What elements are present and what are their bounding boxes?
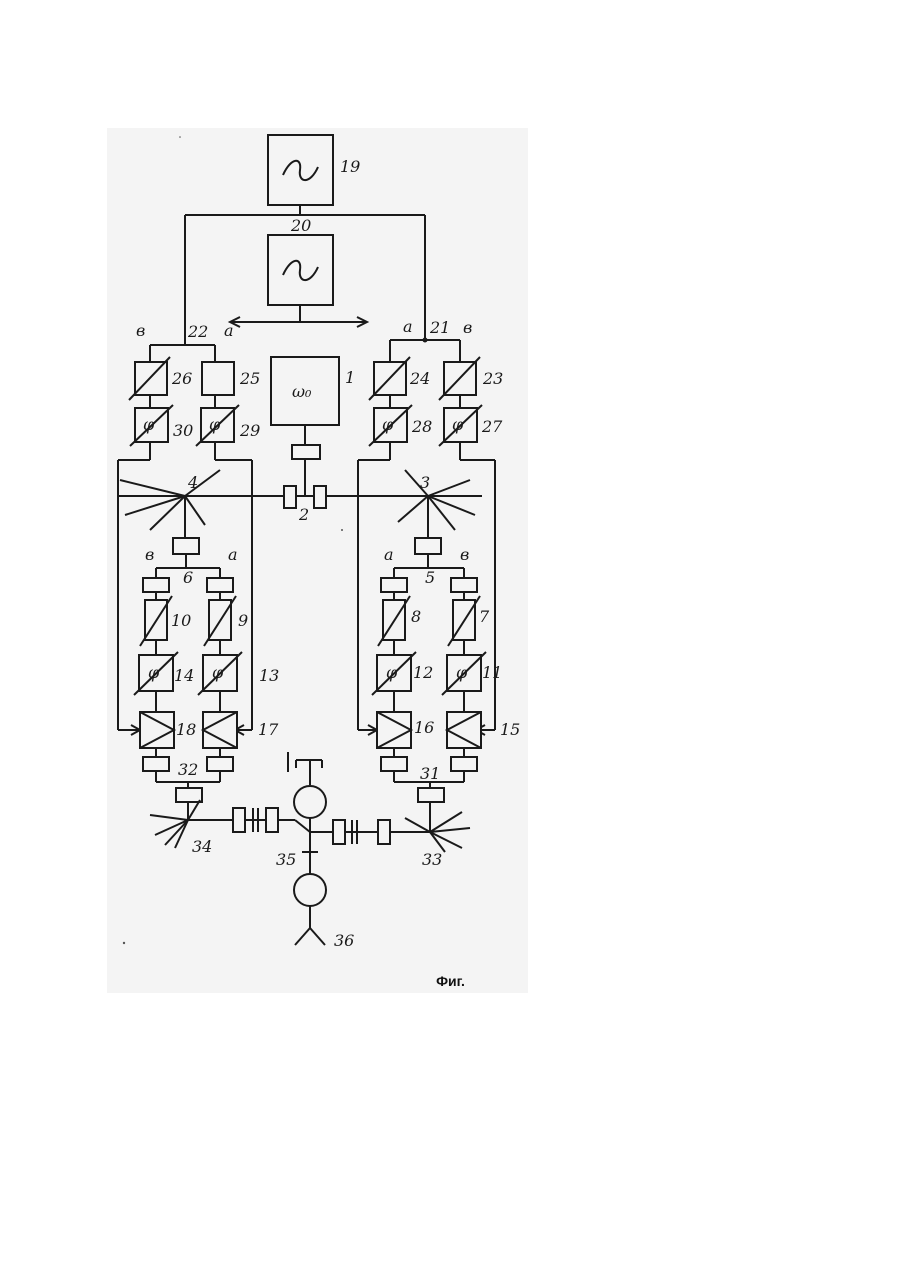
label-28: 28	[411, 417, 432, 436]
phase-shifter-27: φ	[439, 405, 482, 446]
label-32: 32	[178, 760, 198, 779]
figure-caption: Фиг.	[0, 973, 901, 989]
generator-19	[268, 135, 333, 205]
phi-12: φ	[386, 663, 398, 682]
attenuator-26	[129, 357, 170, 400]
power-divider-3	[398, 470, 475, 538]
label-27: 27	[481, 417, 503, 436]
label-b-left-low: в	[145, 545, 154, 564]
label-20: 20	[290, 216, 311, 235]
phi-28: φ	[382, 415, 394, 434]
label-18: 18	[176, 720, 196, 739]
antenna-36	[295, 928, 325, 945]
label-7: 7	[479, 607, 490, 626]
power-divider-4	[120, 470, 220, 538]
label-16: 16	[414, 718, 434, 737]
mixer-18	[140, 712, 174, 748]
phase-shifter-13: φ	[198, 652, 242, 695]
amplitude-control-9	[204, 596, 236, 646]
label-33: 33	[422, 850, 442, 869]
amplitude-control-7	[448, 596, 480, 646]
upper-load	[288, 752, 326, 818]
label-4: 4	[187, 473, 198, 492]
amplitude-control-8	[378, 596, 410, 646]
phase-shifter-30: φ	[130, 405, 173, 446]
label-25: 25	[239, 369, 260, 388]
phi-27: φ	[452, 415, 464, 434]
circulator-35	[294, 874, 326, 906]
label-31: 31	[420, 764, 440, 783]
omega0-symbol: ω₀	[292, 382, 312, 401]
label-1: 1	[345, 368, 355, 387]
label-a-left-top: a	[224, 321, 234, 340]
label-b-right-low: в	[460, 545, 469, 564]
phase-shifter-29: φ	[196, 405, 239, 446]
label-11: 11	[482, 663, 502, 682]
phase-shifter-12: φ	[372, 652, 416, 695]
label-23: 23	[482, 369, 503, 388]
label-a-left-low: a	[228, 545, 238, 564]
label-2: 2	[298, 505, 309, 524]
label-12: 12	[413, 663, 433, 682]
generator-20	[268, 235, 333, 305]
phi-30: φ	[143, 415, 155, 434]
label-10: 10	[171, 611, 191, 630]
phi-11: φ	[456, 663, 468, 682]
phi-29: φ	[209, 415, 221, 434]
attenuator-23	[439, 357, 480, 400]
phase-shifter-28: φ	[369, 405, 412, 446]
label-26: 26	[171, 369, 192, 388]
phi-13: φ	[212, 663, 224, 682]
phi-14: φ	[148, 663, 160, 682]
label-21: 21	[429, 318, 450, 337]
label-17: 17	[258, 720, 279, 739]
attenuator-25	[202, 362, 234, 395]
label-b-right-top: в	[463, 318, 472, 337]
master-oscillator-1: ω₀	[271, 357, 339, 425]
label-29: 29	[239, 421, 260, 440]
attenuator-24	[369, 357, 410, 400]
label-8: 8	[411, 607, 421, 626]
label-19: 19	[340, 157, 360, 176]
phase-shifter-11: φ	[442, 652, 486, 695]
label-6: 6	[183, 568, 193, 587]
label-b-left-top: в	[136, 321, 145, 340]
label-15: 15	[500, 720, 520, 739]
label-22: 22	[187, 322, 208, 341]
amplitude-control-10	[140, 596, 172, 646]
label-5: 5	[425, 568, 435, 587]
label-30: 30	[173, 421, 193, 440]
label-a-right-low: a	[384, 545, 394, 564]
mixer-16	[377, 712, 411, 748]
label-9: 9	[238, 611, 248, 630]
label-24: 24	[409, 369, 430, 388]
phase-shifter-14: φ	[134, 652, 178, 695]
mixer-17	[203, 712, 237, 748]
label-a-right-top: a	[403, 317, 413, 336]
label-13: 13	[259, 666, 279, 685]
label-14: 14	[174, 666, 194, 685]
label-36: 36	[334, 931, 354, 950]
label-34: 34	[192, 837, 212, 856]
label-35: 35	[276, 850, 296, 869]
label-3: 3	[420, 473, 430, 492]
mixer-15	[447, 712, 481, 748]
